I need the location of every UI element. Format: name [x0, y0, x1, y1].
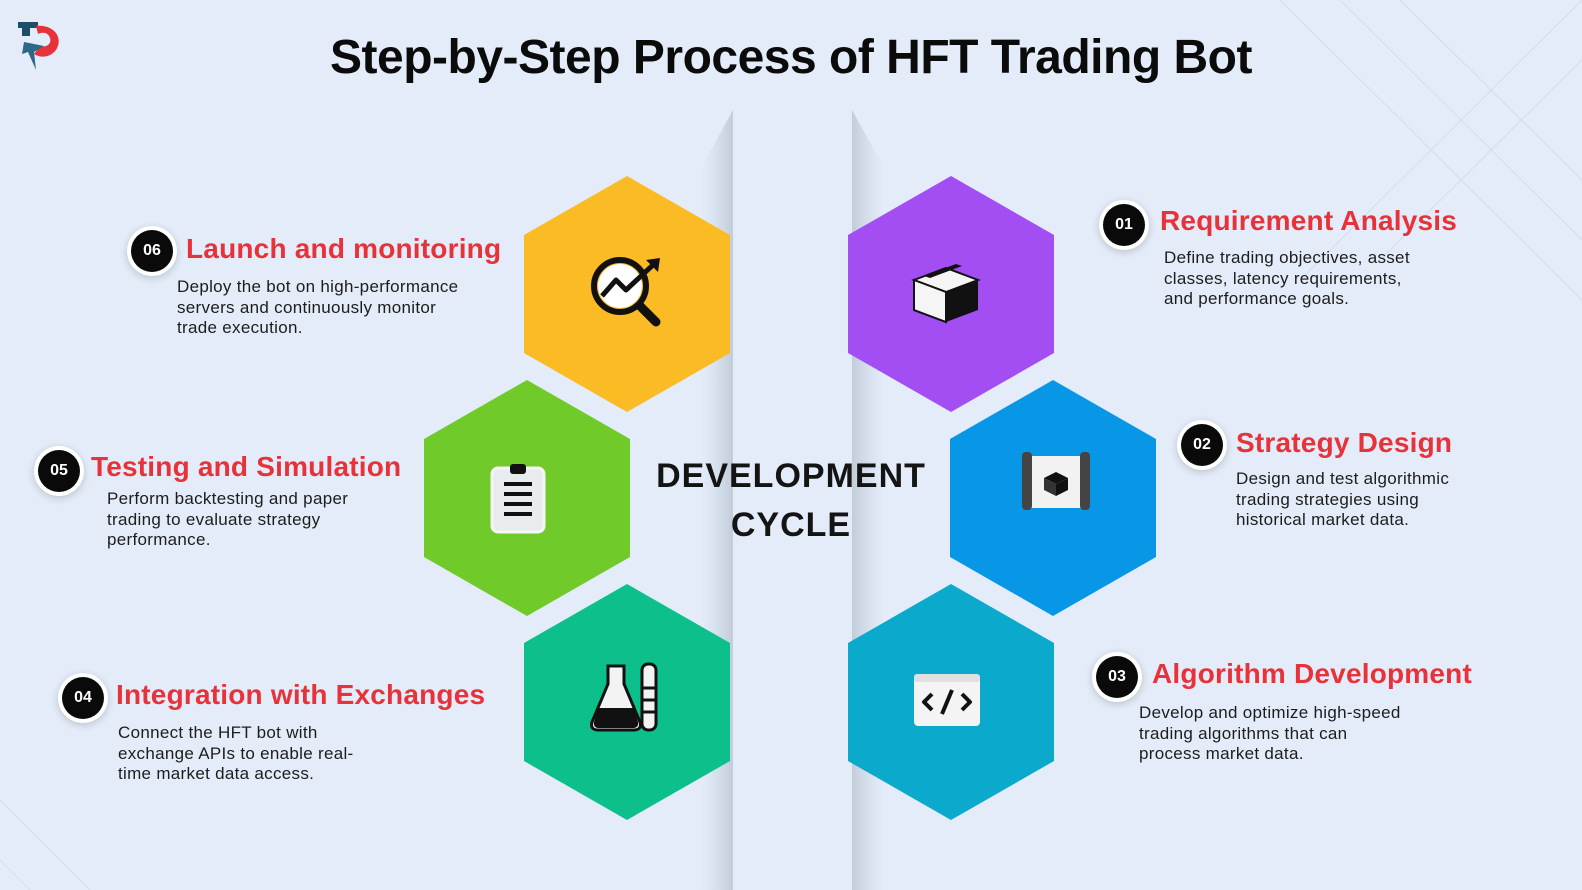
box-icon — [911, 264, 981, 324]
hexagon-step-02 — [950, 380, 1156, 616]
hexagon-step-01 — [848, 176, 1054, 412]
step-description: Deploy the bot on high-performance serve… — [177, 277, 458, 339]
step-description: Design and test algorithmic trading stra… — [1236, 469, 1449, 531]
description-line: process market data. — [1139, 744, 1304, 763]
description-line: Design and test algorithmic — [1236, 469, 1450, 488]
step-description: Connect the HFT bot with exchange APIs t… — [118, 723, 354, 785]
description-line: time market data access. — [118, 764, 315, 783]
description-line: exchange APIs to enable real- — [118, 743, 354, 763]
description-line: Deploy the bot on high-performance — [177, 277, 459, 296]
description-line: classes, latency requirements, — [1164, 268, 1402, 288]
chart-magnifier-icon — [591, 257, 661, 327]
description-line: and performance goals. — [1164, 289, 1350, 308]
brand-logo — [18, 22, 59, 70]
step-description: Perform backtesting and paper trading to… — [107, 489, 348, 551]
hexagon-step-06 — [524, 176, 730, 412]
description-line: trading strategies using — [1236, 489, 1419, 509]
step-description: Develop and optimize high-speed trading … — [1139, 703, 1401, 765]
code-window-icon — [914, 674, 980, 726]
description-line: historical market data. — [1236, 510, 1410, 529]
step-title-testing-and-simulation: Testing and Simulation — [91, 451, 402, 482]
step-number-badge: 06 — [131, 230, 173, 272]
step-title-requirement-analysis: Requirement Analysis — [1160, 205, 1458, 236]
blueprint-icon — [1022, 452, 1090, 510]
lab-flask-icon — [590, 662, 658, 732]
step-number-badge: 04 — [62, 677, 104, 719]
development-cycle-label: DEVELOPMENT CYCLE — [640, 452, 942, 550]
description-line: trade execution. — [177, 318, 303, 337]
step-number-badge: 02 — [1181, 424, 1223, 466]
page-title: Step-by-Step Process of HFT Trading Bot — [330, 31, 1252, 84]
step-title-algorithm-development: Algorithm Development — [1152, 658, 1473, 689]
description-line: servers and continuously monitor — [177, 297, 437, 317]
step-title-launch-and-monitoring: Launch and monitoring — [186, 233, 502, 264]
description-line: Define trading objectives, asset — [1164, 248, 1410, 267]
step-number-badge: 03 — [1096, 656, 1138, 698]
step-description: Define trading objectives, asset classes… — [1164, 248, 1410, 310]
description-line: trading algorithms that can — [1139, 723, 1348, 743]
step-number-badge: 01 — [1103, 204, 1145, 246]
hexagon-step-03 — [848, 584, 1054, 820]
description-line: Perform backtesting and paper — [107, 489, 349, 508]
step-title-integration-with-exchanges: Integration with Exchanges — [116, 679, 486, 710]
description-line: Develop and optimize high-speed — [1139, 703, 1401, 722]
hexagon-step-04 — [524, 584, 730, 820]
step-title-strategy-design: Strategy Design — [1236, 427, 1453, 458]
description-line: trading to evaluate strategy — [107, 509, 321, 529]
description-line: Connect the HFT bot with — [118, 723, 318, 742]
hexagon-step-05 — [424, 380, 630, 616]
step-number-badge: 05 — [38, 450, 80, 492]
center-line-2: CYCLE — [730, 506, 852, 544]
center-line-1: DEVELOPMENT — [656, 457, 926, 495]
description-line: performance. — [107, 530, 211, 549]
clipboard-icon — [490, 464, 546, 534]
